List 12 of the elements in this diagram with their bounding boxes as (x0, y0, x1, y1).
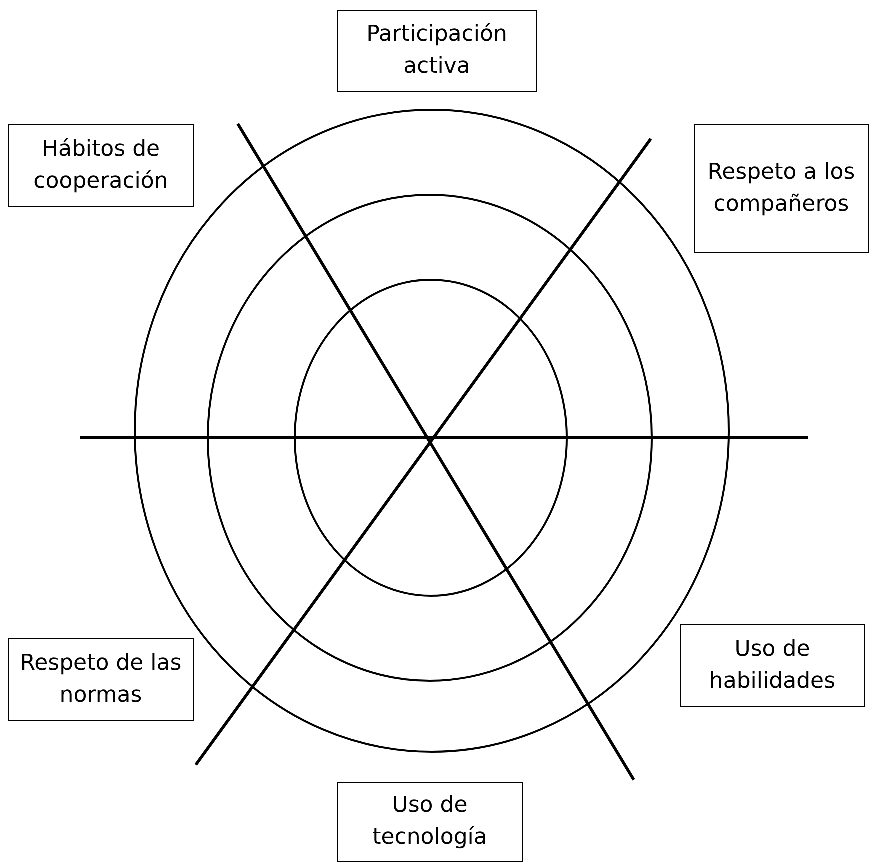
category-label: Hábitos de cooperación (32, 136, 170, 196)
label-box (337, 10, 537, 92)
label-box (8, 638, 194, 721)
category-label: Participación activa (366, 21, 508, 81)
label-box (694, 124, 869, 253)
category-label: Respeto a los compañeros (706, 158, 856, 218)
category-label: Uso de habilidades (708, 636, 837, 696)
label-box (337, 782, 523, 862)
category-label: Respeto de las normas (19, 650, 183, 710)
label-box (8, 124, 194, 207)
label-box (680, 624, 865, 707)
category-label: Uso de tecnología (372, 792, 488, 852)
